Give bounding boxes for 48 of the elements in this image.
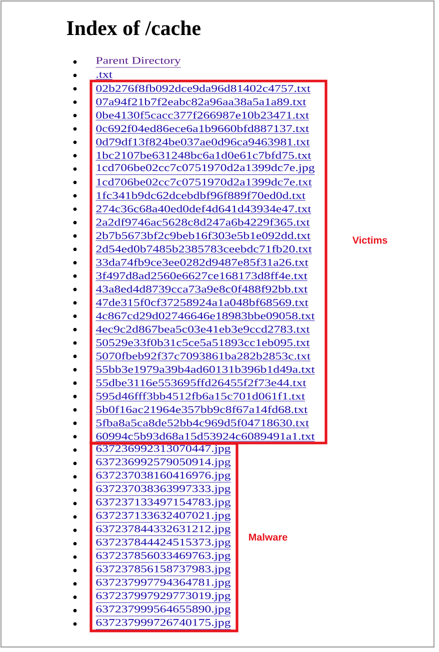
file-link: 4ec9c2d867bea5c03e41eb3e9ccd2783.txt — [95, 325, 310, 334]
file-link: 07a94f21b7f2eabc82a96aa38a5a1a89.txt — [95, 98, 306, 107]
file-link: 50529e33f0b31c5ce5a51893cc1eb095.txt — [95, 338, 310, 348]
file-link: 637237997929773019.jpg — [95, 592, 231, 603]
file-link: 0c692f04ed86ece6a1b9660bfd887137.txt — [95, 124, 310, 134]
file-link: 43a8ed4d8739cca73a9e8c0f488f92bb.txt — [95, 285, 308, 294]
file-link: 02b276f8fb092dce9da96d81402c4757.txt — [95, 84, 311, 94]
file-link: 637236992313070447.jpg — [95, 445, 231, 456]
file-link: 1bc2107be631248bc6a1d0e61c7bfd75.txt — [95, 151, 312, 160]
file-link: .txt — [95, 72, 113, 80]
file-link: 637237856158737983.jpg — [95, 565, 231, 576]
file-link: 2d54ed0b7485b2385783ceebdc71fb20.txt — [95, 245, 312, 254]
file-link: 33da74fb9ce3ee0282d9487e85f31a26.txt — [95, 258, 309, 268]
file-link: 5b0f16ac21964e357bb9c8f67a14fd68.txt — [95, 406, 308, 415]
file-link: 1cd706be02cc7c0751970d2a1399dc7e.txt — [95, 178, 312, 188]
annotation-label: Victims — [352, 236, 388, 244]
file-link: 595d46fff3bb4512fb6a15c701d061f1.txt — [95, 392, 306, 402]
file-link: 637237999726740175.jpg — [95, 618, 231, 630]
file-link: 274c36c68a40ed0def4d641d43934e47.txt — [95, 205, 312, 214]
file-link: 0d79df13f824be037ae0d96ca9463981.txt — [95, 138, 310, 148]
file-link: 637237038363997333.jpg — [95, 485, 231, 496]
file-link: 3f497d8ad2560e6627ce168173d8ff4e.txt — [95, 272, 308, 281]
file-link: 637237038160416976.jpg — [95, 472, 231, 482]
file-link: 60994c5b93d68a15d53924c6089491a1.txt — [95, 432, 316, 442]
file-link: 5070fbeb92f37c7093861ba282b2853c.txt — [95, 352, 311, 362]
file-link: 2b7b5673bf2c9beb16f303e5b1e092dd.txt — [95, 232, 311, 241]
file-link: 2a2df9746ac5628c8d247a6b4229f365.txt — [95, 218, 310, 228]
file-link: 637237133497154783.jpg — [95, 498, 231, 510]
annotation-label: Malware — [249, 533, 288, 541]
file-link: 0be4130f5cacc377f266987e10b23471.txt — [95, 111, 310, 120]
file-link: 1cd706be02cc7c0751970d2a1399dc7e.jpg — [95, 164, 315, 175]
page-title: Index of /cache — [66, 20, 200, 36]
file-link: 637237856033469763.jpg — [95, 552, 231, 563]
file-link: 637237999564655890.jpg — [95, 606, 231, 616]
file-link: 5fba8a5ca8de52bb4c969d5f04718630.txt — [95, 419, 310, 428]
file-link: 637237133632407021.jpg — [95, 512, 231, 523]
file-link: 55dbe3116e553695ffd26455f2f73e44.txt — [95, 378, 306, 388]
highlight-frame — [90, 442, 238, 632]
file-link: 4c867cd29d02746646e18983bbe09058.txt — [95, 312, 316, 321]
file-link: 637236992579050914.jpg — [95, 458, 231, 470]
file-link: 637237997794364781.jpg — [95, 578, 231, 590]
file-link: 55bb3e1979a39b4ad60131b396b1d49a.txt — [95, 366, 316, 374]
file-link: 1fc341b9dc62dcebdbf96f889f70ed0d.txt — [95, 192, 306, 201]
highlight-frame — [90, 80, 328, 444]
file-link: 637237844424515373.jpg — [95, 538, 231, 550]
file-link: 47de315f0cf37258924a1a048bf68569.txt — [95, 298, 309, 308]
file-link: 637237844332631212.jpg — [95, 525, 231, 536]
file-link: Parent Directory — [95, 57, 182, 68]
